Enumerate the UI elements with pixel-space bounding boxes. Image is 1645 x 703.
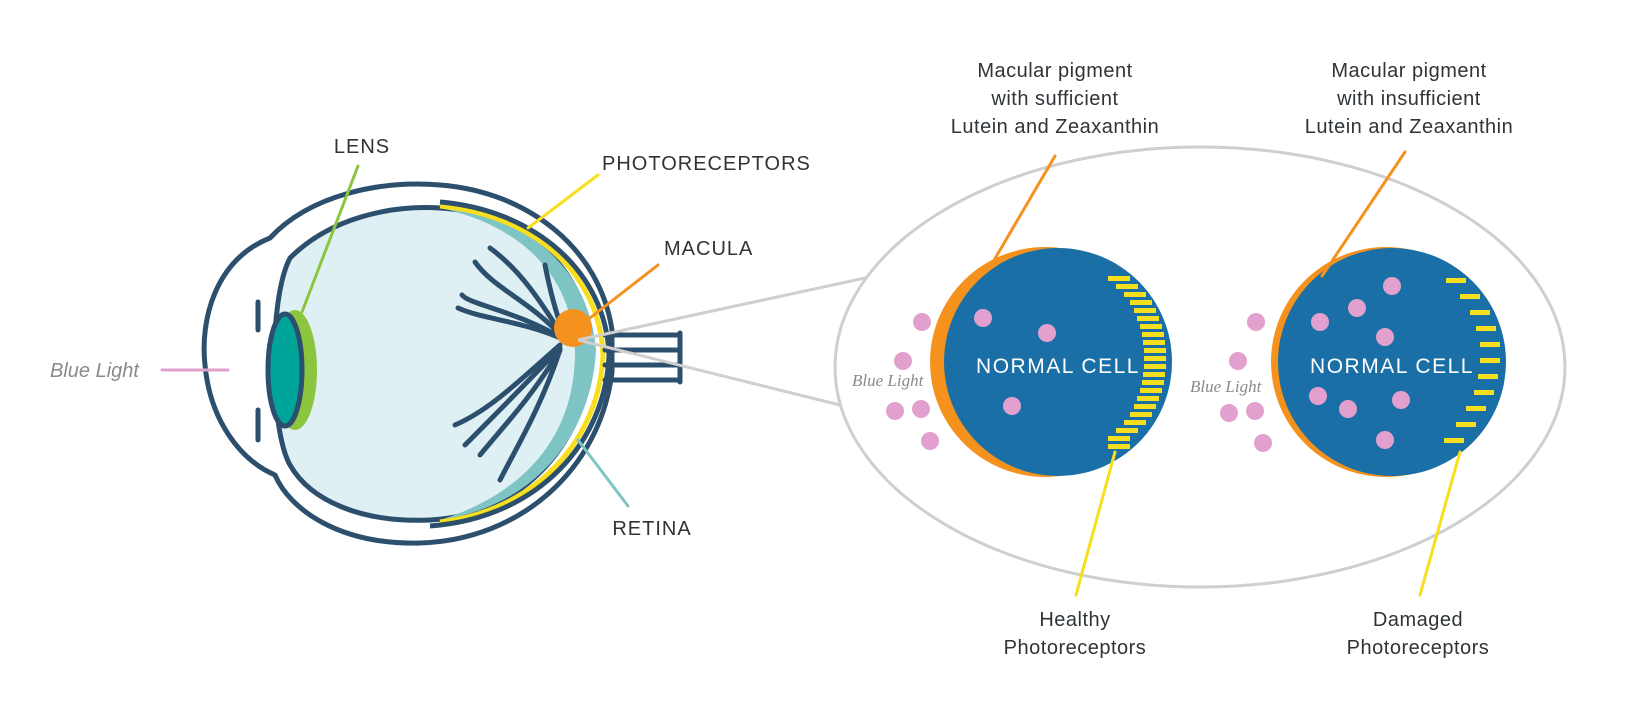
caption-top-healthy-line2: with sufficient xyxy=(990,88,1118,110)
caption-bottom-damaged: Damaged Photoreceptors xyxy=(1347,609,1490,659)
blue-light-label: Blue Light xyxy=(50,360,140,382)
cell-body xyxy=(1278,248,1506,476)
blue-light-label-damaged: Blue Light xyxy=(1190,377,1263,396)
caption-bottom-damaged-line2: Photoreceptors xyxy=(1347,637,1490,659)
caption-top-healthy-line3: Lutein and Zeaxanthin xyxy=(951,116,1159,138)
caption-bottom-healthy-line2: Photoreceptors xyxy=(1004,637,1147,659)
caption-top-damaged-line1: Macular pigment xyxy=(1331,60,1486,82)
photoreceptor-bars xyxy=(1108,276,1166,449)
cell-healthy xyxy=(886,247,1172,477)
eye-cross-section xyxy=(201,181,683,546)
photoreceptor-bars-damaged xyxy=(1444,278,1500,443)
blue-light-dots xyxy=(886,309,1056,450)
lens xyxy=(265,311,305,429)
caption-bottom-healthy: Healthy Photoreceptors xyxy=(1004,609,1147,659)
cell-body xyxy=(944,248,1172,476)
globe-back-outline xyxy=(429,199,612,529)
blue-light-dots-damaged xyxy=(1220,277,1410,452)
cell-damaged xyxy=(1220,247,1506,477)
cornea xyxy=(201,235,278,478)
caption-top-damaged: Macular pigment with insufficient Lutein… xyxy=(1305,60,1513,138)
caption-top-healthy: Macular pigment with sufficient Lutein a… xyxy=(951,60,1159,138)
caption-bottom-healthy-line1: Healthy xyxy=(1039,609,1110,631)
retina-label: RETINA xyxy=(612,518,691,540)
zoom-lines xyxy=(577,276,866,407)
photoreceptor-arc xyxy=(439,203,606,525)
macula-label: MACULA xyxy=(664,238,753,260)
photoreceptors-label: PHOTORECEPTORS xyxy=(602,153,811,175)
blue-light-label-healthy: Blue Light xyxy=(852,371,925,390)
caption-top-healthy-line1: Macular pigment xyxy=(977,60,1132,82)
cell-label-healthy: NORMAL CELL xyxy=(976,355,1140,378)
caption-top-damaged-line3: Lutein and Zeaxanthin xyxy=(1305,116,1513,138)
retina-layer xyxy=(440,208,596,520)
cell-label-damaged: NORMAL CELL xyxy=(1310,355,1474,378)
cell-leaders xyxy=(991,150,1462,597)
caption-bottom-damaged-line1: Damaged xyxy=(1373,609,1463,631)
lens-label: LENS xyxy=(334,136,390,158)
caption-top-damaged-line2: with insufficient xyxy=(1336,88,1481,110)
eye-leaders xyxy=(160,164,660,508)
